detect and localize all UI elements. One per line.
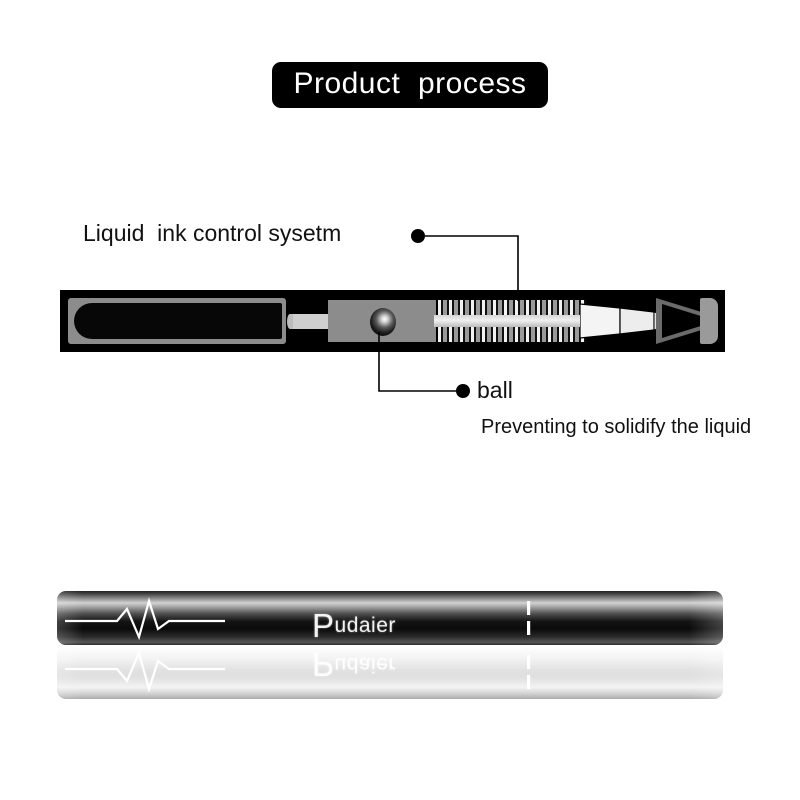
threaded-ink-regulator-section [434,300,590,342]
pen-surface-graphics [65,597,531,641]
heartbeat-ecg-line-reflection [65,649,225,693]
ball-bearing [370,308,396,336]
feed-connector [287,314,330,329]
pen-cutaway-diagram [60,290,725,352]
brand-logo: Pudaier [312,593,432,645]
brand-initial-reflection: P [312,646,335,683]
seam-dash-reflection-top [527,675,531,689]
brand-rest-reflection: udaier [334,653,396,676]
brand-initial: P [312,607,335,644]
leader-bullet-ball [456,384,470,398]
ball-housing [328,300,436,342]
product-reflection: Pudaier [57,645,723,699]
thread-row-top [438,300,586,315]
page-title-badge: Product process [272,62,548,108]
end-cap [700,298,718,344]
callout-label-ball: ball [477,377,513,403]
heartbeat-ecg-line [65,597,225,641]
seam-dash-reflection-bottom [527,655,531,669]
tip-inner-cone [662,304,704,338]
page-title: Product process [293,66,527,100]
brand-rest: udaier [334,614,396,637]
callout-label-liquid-ink: Liquid ink control sysetm [83,220,342,246]
pen-surface-graphics-reflection [65,649,531,693]
ink-shaft [434,315,590,327]
pen-barrel [57,591,723,645]
dashed-seam-line [527,601,531,635]
thread-row-bottom [438,327,586,342]
brand-logo-reflection: Pudaier [312,645,432,697]
cone-segment-2 [619,307,655,335]
callout-sublabel-ball: Preventing to solidify the liquid [481,416,752,438]
ink-reservoir-frame [68,298,286,344]
ink-reservoir-fill [74,303,282,339]
brand-name-reflection: Pudaier [312,645,396,683]
leader-bullet-liquid-ink [411,229,425,243]
brand-name: Pudaier [312,607,396,645]
product-photo: Pudaier [57,591,723,645]
cone-segment-1 [580,303,621,339]
